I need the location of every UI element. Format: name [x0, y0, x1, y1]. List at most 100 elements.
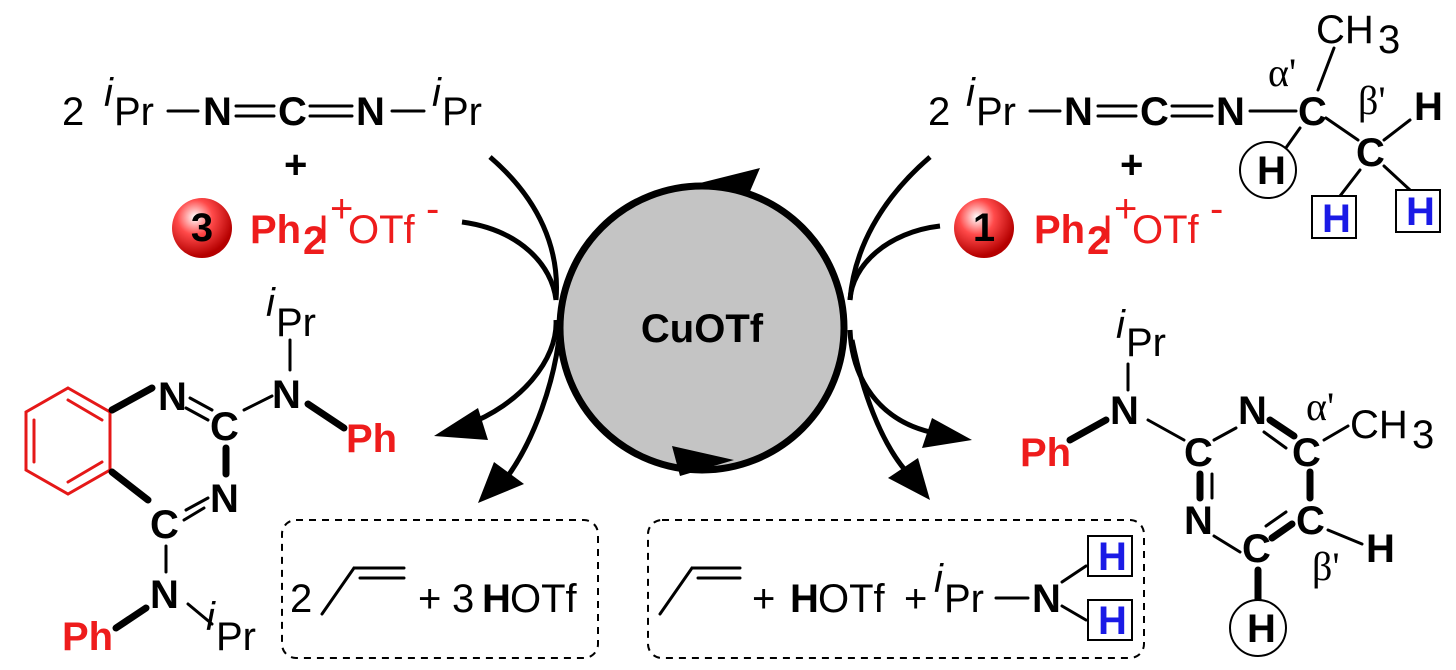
- tr-beta-label: β': [1358, 78, 1386, 123]
- tr-ch3: CH: [1316, 8, 1374, 52]
- br-h5: H: [1366, 527, 1395, 571]
- bl-ph-top: Ph: [346, 417, 397, 461]
- tr-minus-charge: -: [1210, 187, 1223, 231]
- arrow-in-right-lower: [847, 223, 941, 301]
- compound-3-number: 3: [191, 206, 213, 250]
- arrowhead-left-upper: [434, 408, 488, 440]
- br-n1: N: [1184, 499, 1213, 543]
- bp-right-otf: OTf: [818, 577, 886, 621]
- tr-otf: OTf: [1132, 208, 1200, 252]
- tr-plus: +: [1120, 143, 1143, 187]
- tl-n1: N: [203, 90, 232, 134]
- tl-sub2: 2: [303, 219, 325, 263]
- cycle-arrowhead-top: [700, 168, 760, 196]
- cycle-arrowhead-bottom: [672, 446, 734, 476]
- tr-h-alpha: H: [1257, 149, 1286, 193]
- wbond: [112, 604, 150, 632]
- tr-coeff: 2: [928, 90, 950, 134]
- bond: [188, 396, 214, 412]
- tl-ipr-i-1: i: [104, 71, 114, 115]
- wbond: [108, 468, 152, 504]
- bp-right-h-blue-1: H: [1098, 535, 1127, 579]
- bp-left-coeff2: 3: [452, 577, 474, 621]
- br-c4: C: [1292, 431, 1321, 475]
- br-n3: N: [1238, 389, 1267, 433]
- bp-right-h-blue-2: H: [1098, 599, 1127, 643]
- arrowhead-right-upper: [922, 418, 972, 448]
- tr-n2: N: [1216, 90, 1245, 134]
- br-alpha-label: α': [1306, 384, 1334, 429]
- br-ipr-i: i: [1116, 303, 1126, 347]
- catalyst-circle: [556, 182, 848, 474]
- arrowhead-right-lower: [888, 458, 930, 500]
- tr-h-top: H: [1414, 85, 1443, 129]
- tl-ipr-i-2: i: [432, 71, 442, 115]
- tr-iotf: I: [1102, 208, 1113, 252]
- benzene-ring: [24, 386, 112, 496]
- wbond: [1266, 416, 1298, 440]
- br-h6-circle: [1229, 599, 1287, 657]
- bp-right-ipr-i: i: [934, 557, 944, 601]
- bond: [186, 602, 214, 626]
- tr-sub2: 2: [1087, 219, 1109, 263]
- bl-n-amine-bottom: N: [150, 573, 179, 617]
- bl-n-top: N: [158, 375, 187, 419]
- tl-c: C: [278, 90, 307, 134]
- tr-alpha-label: α': [1268, 50, 1296, 95]
- bl-c-top: C: [210, 405, 239, 449]
- tr-n1: N: [1064, 90, 1093, 134]
- compound-3-ball: [172, 198, 232, 258]
- bond: [1212, 426, 1238, 442]
- wbond: [304, 400, 348, 432]
- bp-right-h-box-2: [1087, 599, 1133, 641]
- bond: [182, 506, 206, 522]
- compound-1-ball: [954, 198, 1014, 258]
- tl-plus-charge: +: [330, 187, 353, 231]
- bond: [184, 496, 210, 512]
- bond: [1322, 424, 1350, 442]
- bond: [242, 394, 274, 412]
- bond: [1262, 430, 1288, 450]
- tr-c-beta: C: [1356, 131, 1385, 175]
- tr-ch3-sub: 3: [1378, 18, 1400, 62]
- tl-iotf: I: [318, 208, 329, 252]
- br-ch3: CH: [1350, 403, 1408, 447]
- wbond: [1066, 416, 1110, 444]
- tr-c: C: [1140, 90, 1169, 134]
- bl-pr-top: Pr: [276, 301, 316, 345]
- arrow-out-right-lower: [849, 339, 907, 472]
- byproducts-box-left: [281, 519, 599, 659]
- arrowhead-left-lower: [478, 462, 524, 503]
- arrow-in-left-lower: [461, 219, 559, 301]
- bp-right-h-box-1: [1087, 535, 1133, 577]
- tl-pr-1: Pr: [114, 90, 154, 134]
- bl-ipr-i-top: i: [266, 281, 276, 325]
- br-n-amine: N: [1110, 389, 1139, 433]
- bond: [1212, 534, 1242, 554]
- bp-left-h: H: [482, 577, 511, 621]
- tr-pr: Pr: [976, 90, 1016, 134]
- byproducts-box-right: [647, 519, 1145, 659]
- tl-minus-charge: -: [426, 187, 439, 231]
- wbond: [108, 384, 156, 414]
- tl-coeff: 2: [62, 90, 84, 134]
- bl-pr-bottom: Pr: [216, 615, 256, 659]
- bl-c-bottom: C: [150, 503, 179, 547]
- br-c2: C: [1184, 431, 1213, 475]
- tr-ipr-i: i: [966, 71, 976, 115]
- bl-n-mid: N: [210, 477, 239, 521]
- tr-plus-charge: +: [1114, 187, 1137, 231]
- bond: [1326, 528, 1364, 546]
- br-ch3-sub: 3: [1412, 413, 1434, 457]
- bp-left-otf: OTf: [510, 577, 578, 621]
- tl-otf: OTf: [348, 208, 416, 252]
- tr-c-alpha: C: [1298, 90, 1327, 134]
- bl-n-amine-top: N: [272, 373, 301, 417]
- compound-1-number: 1: [973, 206, 995, 250]
- tr-h-blue-1: H: [1322, 197, 1351, 241]
- tr-h-box-2: [1395, 189, 1441, 233]
- bond: [1060, 604, 1088, 622]
- bl-ipr-i-bottom: i: [206, 595, 216, 639]
- bond: [184, 406, 210, 422]
